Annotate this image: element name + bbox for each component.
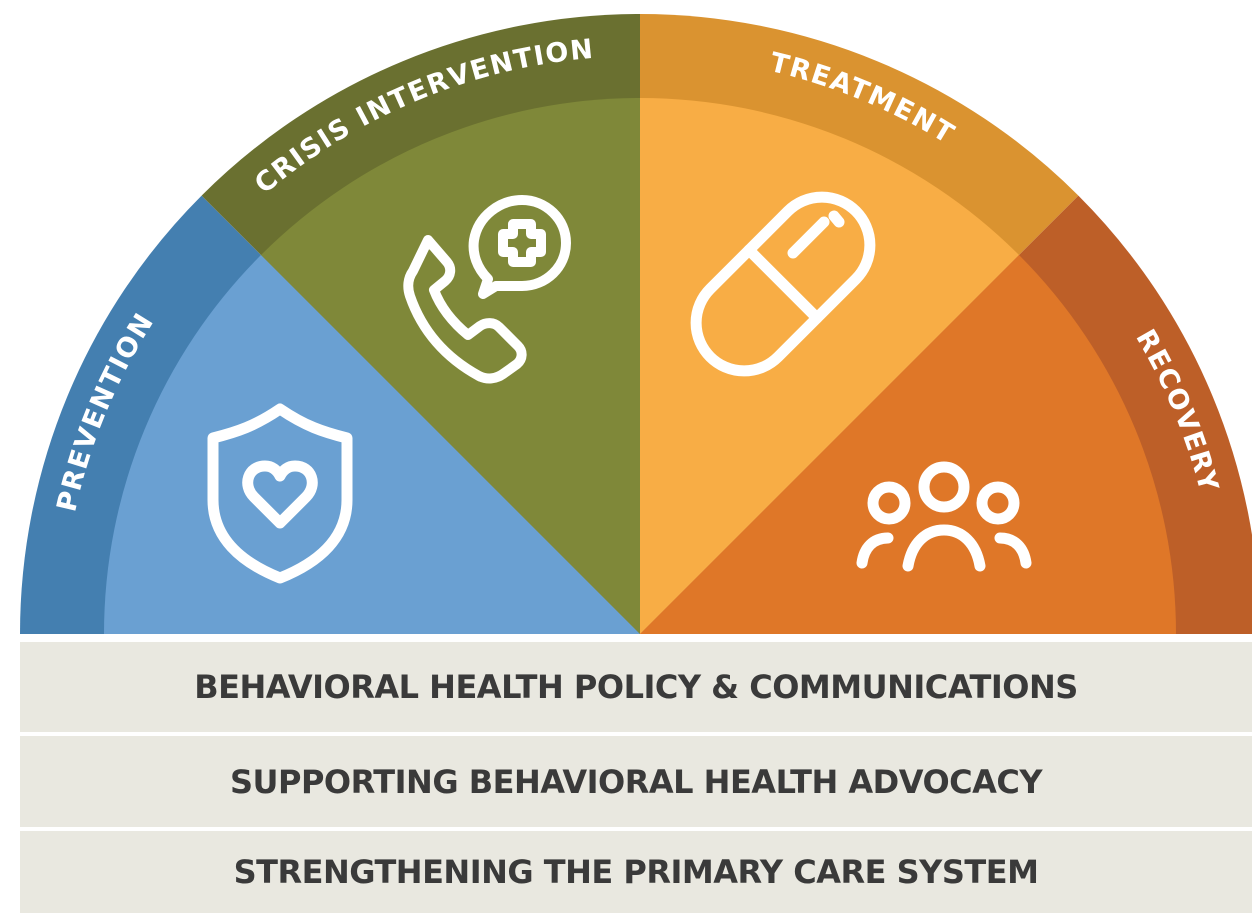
phone-medical-icon xyxy=(403,195,571,384)
segment-prevention-inner xyxy=(104,255,640,634)
bar-label: BEHAVIORAL HEALTH POLICY & COMMUNICATION… xyxy=(194,668,1078,706)
bar-label: STRENGTHENING THE PRIMARY CARE SYSTEM xyxy=(233,853,1039,891)
segment-treatment-inner xyxy=(640,98,1019,634)
bar-label: SUPPORTING BEHAVIORAL HEALTH ADVOCACY xyxy=(229,762,1043,801)
inner-wedges xyxy=(104,98,1176,634)
pill-icon xyxy=(690,191,876,377)
people-group-icon xyxy=(856,461,1032,572)
shield-heart-icon xyxy=(207,403,353,584)
bar-behavioral-health-policy: BEHAVIORAL HEALTH POLICY & COMMUNICATION… xyxy=(20,642,1252,732)
semicircle-diagram: PREVENTION CRISIS INTERVENTION TREATMENT… xyxy=(20,14,1252,634)
bar-primary-care-system: STRENGTHENING THE PRIMARY CARE SYSTEM xyxy=(20,831,1252,913)
segment-recovery-inner xyxy=(640,255,1176,634)
bar-supporting-advocacy: SUPPORTING BEHAVIORAL HEALTH ADVOCACY xyxy=(20,736,1252,827)
